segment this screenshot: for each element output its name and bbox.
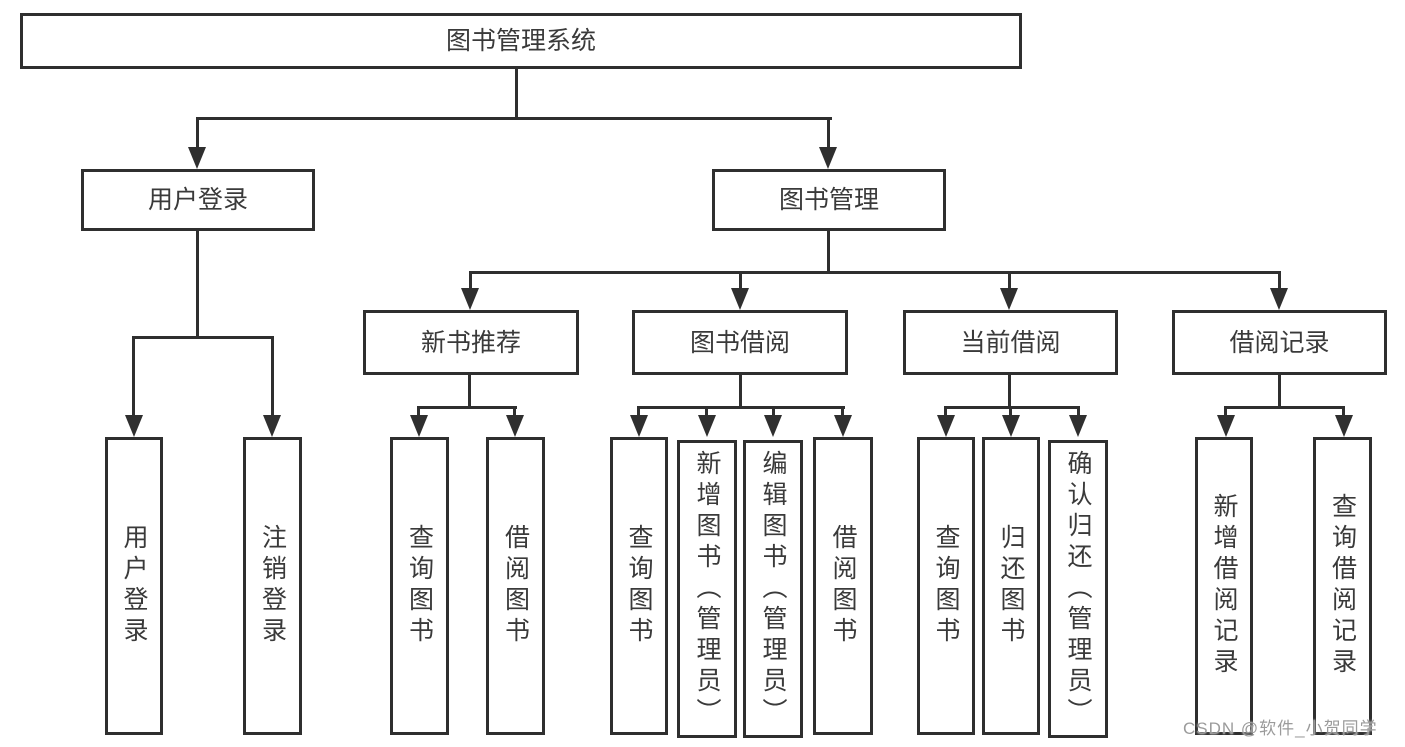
node-current-query-books: 查询图书	[917, 437, 975, 735]
connector-leaf-drop	[513, 406, 516, 418]
connector-user-login-bar	[132, 336, 274, 339]
connector-records-stem	[1278, 375, 1281, 409]
node-borrowing-add-books-admin: 新增图书（管理员）	[677, 440, 737, 738]
arrow-down-icon	[1000, 288, 1018, 310]
connector-records-drop	[1278, 271, 1281, 293]
connector-level3-bar	[469, 271, 1281, 274]
connector-recommend-drop	[469, 271, 472, 293]
node-current-confirm-return-admin: 确认归还（管理员）	[1048, 440, 1108, 738]
connector-recommend-stem	[468, 375, 471, 409]
connector-leaf-drop	[1224, 406, 1227, 418]
node-borrowing-borrow-books: 借阅图书	[813, 437, 873, 735]
arrow-down-icon	[630, 415, 648, 437]
node-book-management: 图书管理	[712, 169, 946, 231]
connector-leaf-drop	[841, 406, 844, 418]
connector-borrowing-drop	[739, 271, 742, 293]
arrow-down-icon	[834, 415, 852, 437]
connector-borrowing-stem	[739, 375, 742, 409]
node-borrowing-edit-books-admin: 编辑图书（管理员）	[743, 440, 803, 738]
node-records-add-borrow-record: 新增借阅记录	[1195, 437, 1253, 735]
connector-login-leaf-drop	[132, 336, 135, 418]
node-library-management-system: 图书管理系统	[20, 13, 1022, 69]
node-book-borrowing: 图书借阅	[632, 310, 848, 375]
node-current-return-books: 归还图书	[982, 437, 1040, 735]
node-current-borrowing: 当前借阅	[903, 310, 1118, 375]
arrow-down-icon	[819, 147, 837, 169]
arrow-down-icon	[1335, 415, 1353, 437]
connector-leaf-drop	[772, 406, 775, 418]
node-records-query-borrow-record: 查询借阅记录	[1313, 437, 1372, 735]
arrow-down-icon	[731, 288, 749, 310]
node-borrowing-query-books: 查询图书	[610, 437, 668, 735]
connector-leaf-drop	[1077, 406, 1080, 418]
connector-user-login-stem	[196, 231, 199, 338]
arrow-down-icon	[1002, 415, 1020, 437]
node-borrowing-records: 借阅记录	[1172, 310, 1387, 375]
node-user-login: 用户登录	[81, 169, 315, 231]
connector-leaf-drop	[944, 406, 947, 418]
node-recommend-borrow-books: 借阅图书	[486, 437, 545, 735]
arrow-down-icon	[1217, 415, 1235, 437]
connector-records-bar	[1224, 406, 1345, 409]
arrow-down-icon	[764, 415, 782, 437]
connector-root-stem	[515, 69, 518, 120]
watermark: CSDN @软件_小贺同学	[1183, 719, 1378, 738]
connector-current-drop	[1008, 271, 1011, 293]
connector-leaf-drop	[417, 406, 420, 418]
node-user-login-action: 用户登录	[105, 437, 163, 735]
node-logout-action: 注销登录	[243, 437, 302, 735]
connector-leaf-drop	[705, 406, 708, 418]
node-new-book-recommendation: 新书推荐	[363, 310, 579, 375]
connector-user-login-drop	[196, 117, 199, 150]
arrow-down-icon	[937, 415, 955, 437]
arrow-down-icon	[1270, 288, 1288, 310]
connector-borrowing-bar	[637, 406, 845, 409]
connector-leaf-drop	[637, 406, 640, 418]
arrow-down-icon	[698, 415, 716, 437]
connector-leaf-drop	[1009, 406, 1012, 418]
connector-level2-bar	[196, 117, 832, 120]
arrow-down-icon	[506, 415, 524, 437]
connector-recommend-bar	[417, 406, 517, 409]
arrow-down-icon	[125, 415, 143, 437]
connector-current-stem	[1008, 375, 1011, 409]
arrow-down-icon	[1069, 415, 1087, 437]
arrow-down-icon	[461, 288, 479, 310]
arrow-down-icon	[263, 415, 281, 437]
connector-book-mgmt-drop	[827, 117, 830, 150]
connector-book-mgmt-stem	[827, 231, 830, 273]
arrow-down-icon	[410, 415, 428, 437]
connector-leaf-drop	[1342, 406, 1345, 418]
connector-logout-leaf-drop	[271, 336, 274, 418]
node-recommend-query-books: 查询图书	[390, 437, 449, 735]
arrow-down-icon	[188, 147, 206, 169]
connector-current-bar	[944, 406, 1080, 409]
